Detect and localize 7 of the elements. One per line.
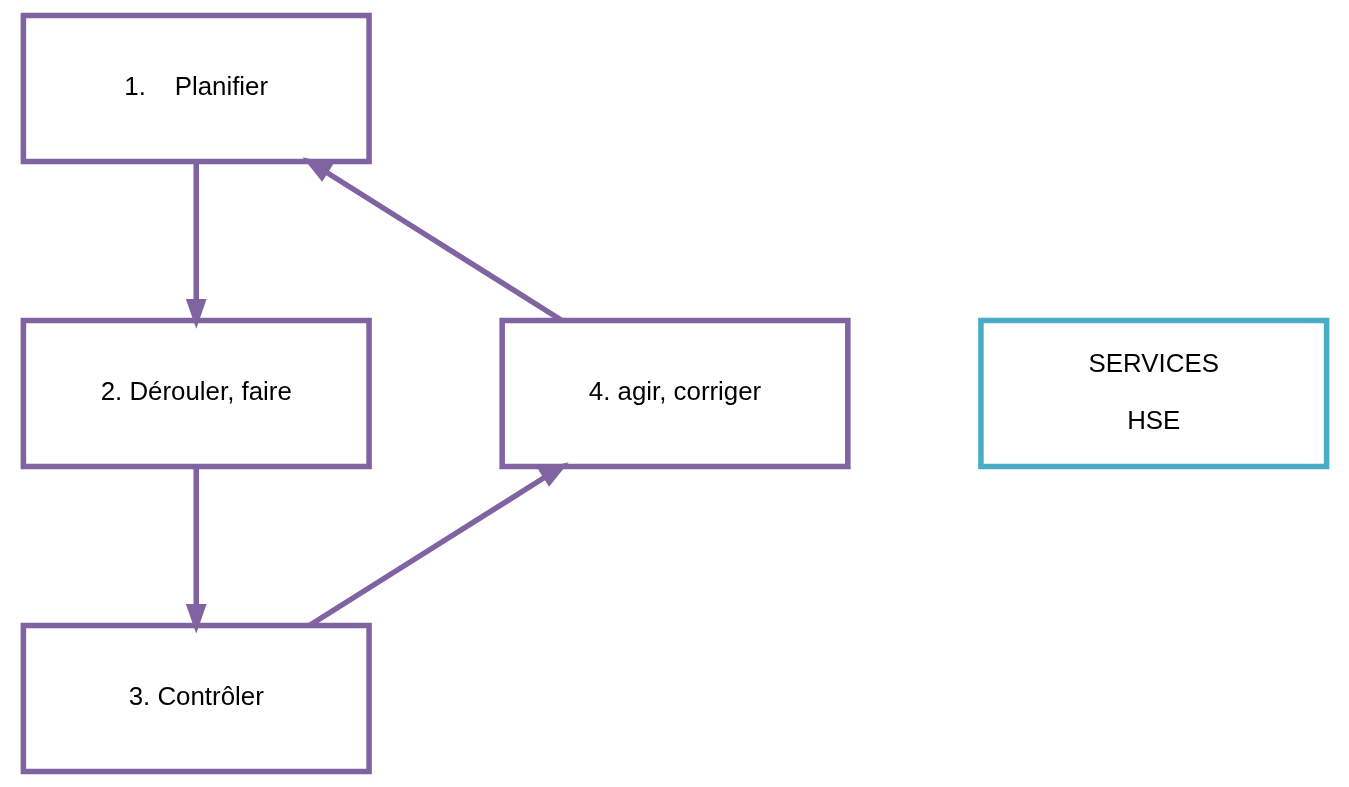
arrow bbox=[185, 466, 207, 634]
node-box: 4. agir, corriger bbox=[498, 317, 851, 470]
node-box: 1. Planifier bbox=[20, 12, 372, 165]
node-box: 3. Contrôler bbox=[20, 622, 372, 775]
node-box: SERVICES HSE bbox=[977, 317, 1329, 470]
arrow bbox=[185, 161, 207, 329]
node-box: 2. Dérouler, faire bbox=[20, 317, 372, 470]
